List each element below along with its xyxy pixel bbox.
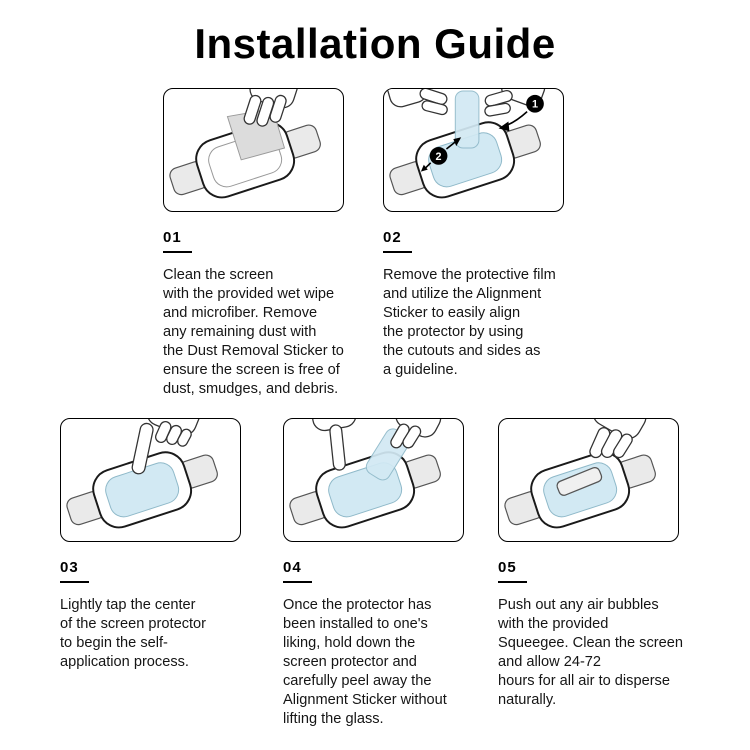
step-05-illustration-box bbox=[498, 418, 679, 542]
step-number: 03 bbox=[60, 559, 89, 583]
page-title: Installation Guide bbox=[194, 20, 556, 67]
step-panel-03: 03 Lightly tap the center of the screen … bbox=[60, 418, 256, 672]
holding-finger-icon bbox=[310, 419, 357, 471]
hand-icon bbox=[589, 419, 647, 459]
step-05-illustration bbox=[504, 419, 656, 529]
step-text: Push out any air bubbles with the provid… bbox=[498, 597, 683, 708]
index-finger bbox=[131, 422, 154, 475]
step-04-illustration bbox=[289, 419, 442, 529]
step-02-illustration: 1 2 bbox=[386, 89, 546, 199]
step-02-illustration-box: 1 2 bbox=[383, 88, 564, 212]
step-number: 04 bbox=[283, 559, 312, 583]
step-panel-04: 04 Once the protector has been installed… bbox=[283, 418, 479, 729]
step-number: 02 bbox=[383, 229, 412, 253]
badge-2: 2 bbox=[420, 137, 462, 172]
peeling-hand-icon bbox=[390, 419, 442, 449]
svg-text:1: 1 bbox=[532, 99, 538, 111]
step-panel-02: 1 2 02 Remove the protective film and ut… bbox=[383, 88, 579, 380]
step-text: Lightly tap the center of the screen pro… bbox=[60, 597, 207, 670]
step-01-illustration-box bbox=[163, 88, 344, 212]
step-text: Once the protector has been installed to… bbox=[283, 597, 447, 727]
svg-text:2: 2 bbox=[436, 151, 442, 163]
left-hand-icon bbox=[386, 89, 448, 116]
press-finger bbox=[329, 424, 346, 471]
alignment-sticker-film bbox=[454, 90, 480, 149]
step-number: 01 bbox=[163, 229, 192, 253]
watch-illustration bbox=[66, 451, 218, 529]
step-03-illustration-box bbox=[60, 418, 241, 542]
step-04-illustration-box bbox=[283, 418, 464, 542]
hand-icon bbox=[243, 89, 298, 127]
watch-illustration bbox=[289, 451, 441, 529]
step-panel-05: 05 Push out any air bubbles with the pro… bbox=[498, 418, 694, 710]
step-03-illustration bbox=[66, 419, 218, 529]
step-text: Clean the screen with the provided wet w… bbox=[163, 267, 344, 397]
badge-1: 1 bbox=[498, 94, 544, 132]
step-text: Remove the protective film and utilize t… bbox=[383, 267, 556, 378]
step-number: 05 bbox=[498, 559, 527, 583]
squeegee-icon bbox=[556, 466, 603, 496]
step-01-illustration bbox=[169, 89, 321, 199]
watch-illustration bbox=[389, 121, 541, 199]
tapping-hand-icon bbox=[131, 419, 201, 475]
step-panel-01: 01 Clean the screen with the provided we… bbox=[163, 88, 359, 399]
